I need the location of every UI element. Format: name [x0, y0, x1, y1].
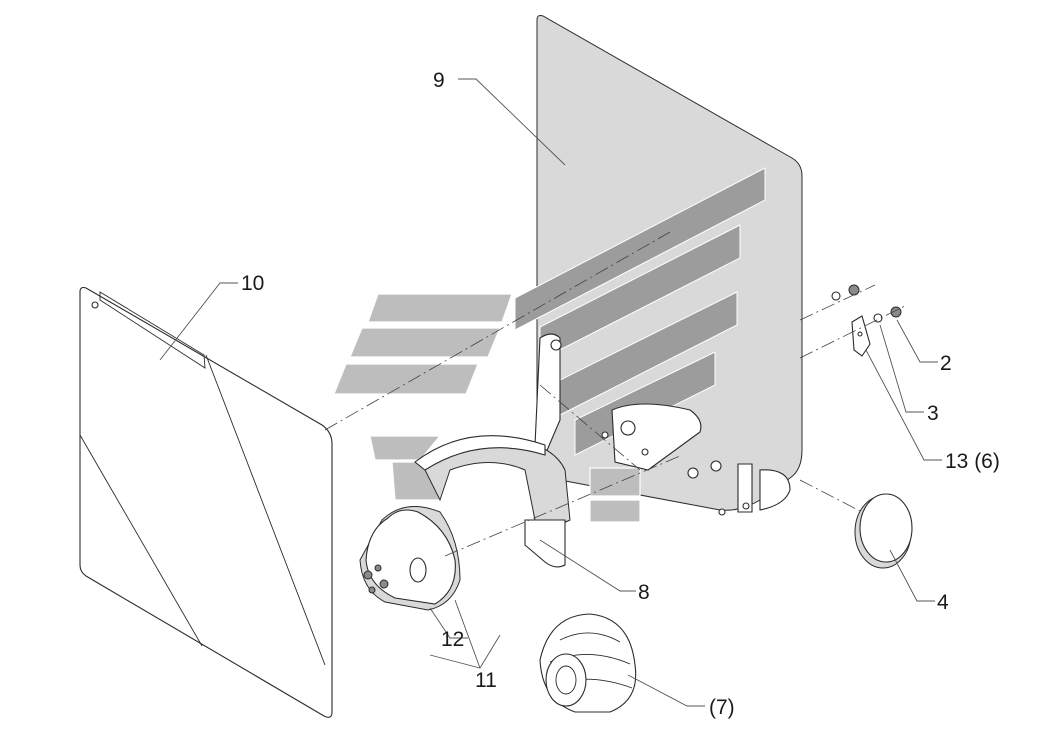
- part-10-plate: [79, 286, 333, 718]
- callout-3: 3: [927, 402, 939, 425]
- part-9-back-panel: [514, 15, 803, 516]
- callout-12: 12: [441, 628, 464, 651]
- callout-9: 9: [433, 69, 445, 92]
- callout-10: 10: [241, 272, 264, 295]
- callout-8: 8: [638, 581, 650, 604]
- part-7-lamp-cap: [539, 613, 637, 713]
- reflector-strips: [333, 293, 641, 523]
- callout-13: 13 (6): [945, 450, 1000, 473]
- part-12-lamp: [359, 506, 461, 611]
- part-8-bracket: [414, 333, 702, 568]
- assembly-axes: [324, 231, 906, 557]
- callout-7: (7): [709, 696, 735, 719]
- callouts: 9 10 2 3 13 (6) 4 8 12 11 (7): [241, 69, 1000, 719]
- callout-2: 2: [940, 352, 952, 375]
- hardware-nuts-washers: [831, 284, 902, 357]
- part-4-round-cap: [854, 493, 913, 569]
- leader-lines: [159, 78, 942, 707]
- callout-4: 4: [937, 591, 949, 614]
- callout-11: 11: [475, 669, 497, 692]
